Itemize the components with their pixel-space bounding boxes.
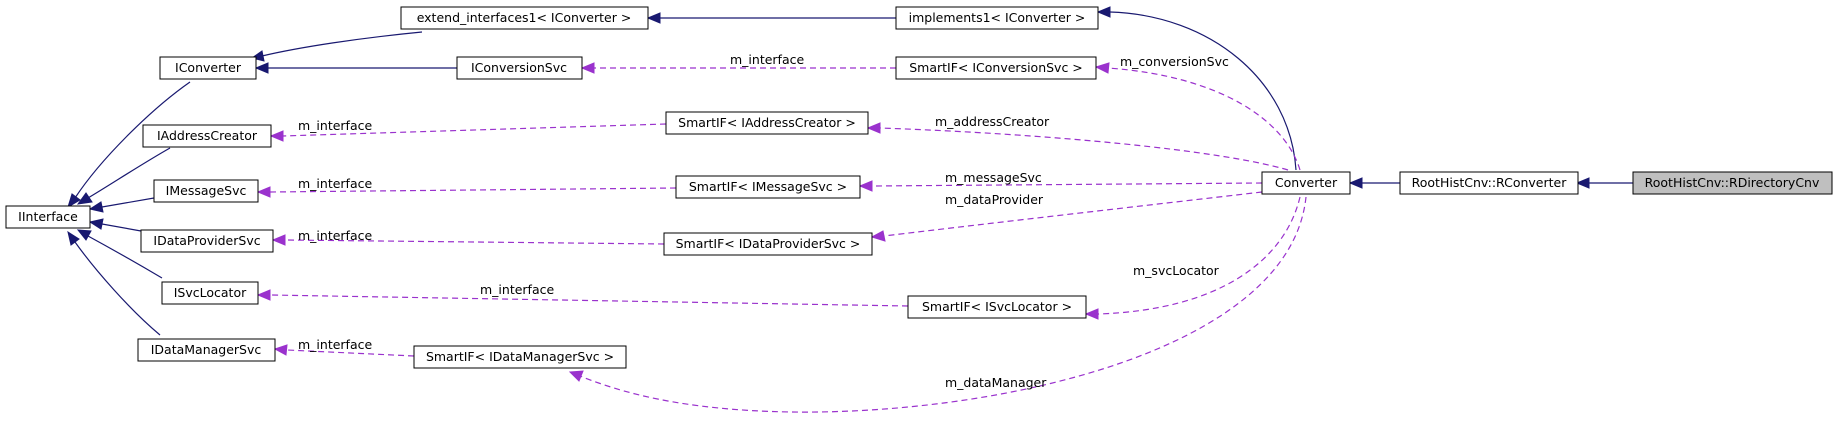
arrowhead-converter-address — [866, 122, 881, 134]
arrowhead-smartif-message — [256, 186, 271, 198]
edge-smartif-datamanager-to-idatamanagersvc — [286, 349, 415, 357]
arrowhead-iinterface-idatamanagersvc — [67, 230, 80, 246]
svg-text:extend_interfaces1< IConverter: extend_interfaces1< IConverter > — [417, 10, 632, 25]
arrowhead-extend — [646, 12, 661, 24]
svg-text:Converter: Converter — [1275, 175, 1338, 190]
arrowhead-implements1 — [1096, 6, 1111, 18]
arrowhead-converter-dataprovider — [870, 230, 886, 242]
node-extend-interfaces1-iconverter[interactable]: extend_interfaces1< IConverter > — [400, 6, 649, 30]
arrowhead-converter-conversion — [1094, 62, 1110, 74]
node-iconversionsvc[interactable]: IConversionSvc — [456, 56, 583, 80]
edge-iinterface-to-isvclocator — [87, 235, 163, 279]
arrowhead-smartif-dataprovider — [271, 234, 286, 246]
arrowhead-converter-datamanager — [568, 370, 584, 382]
svg-text:RootHistCnv::RDirectoryCnv: RootHistCnv::RDirectoryCnv — [1645, 175, 1820, 190]
svg-text:SmartIF< IMessageSvc >: SmartIF< IMessageSvc > — [689, 179, 847, 194]
svg-text:IDataProviderSvc: IDataProviderSvc — [153, 233, 260, 248]
svg-text:implements1< IConverter >: implements1< IConverter > — [909, 10, 1086, 25]
edge-iinterface-to-idatamanagersvc — [74, 241, 161, 336]
svg-text:IDataManagerSvc: IDataManagerSvc — [151, 342, 262, 357]
node-imessagesvc[interactable]: IMessageSvc — [153, 179, 259, 203]
inheritance-edges — [67, 6, 1633, 336]
label-m-addresscreator: m_addressCreator — [935, 114, 1050, 129]
svg-text:RootHistCnv::RConverter: RootHistCnv::RConverter — [1412, 175, 1568, 190]
arrowhead-iinterface-iconverter — [67, 193, 81, 209]
edge-converter-to-smartif-address — [879, 127, 1289, 171]
edge-smartif-message-to-imessagesvc — [269, 187, 677, 193]
arrowhead-smartif-datamanager — [273, 344, 288, 356]
node-idataprovidersvc[interactable]: IDataProviderSvc — [140, 229, 274, 253]
node-smartif-isvclocator[interactable]: SmartIF< ISvcLocator > — [907, 295, 1087, 319]
label-m-svclocator: m_svcLocator — [1133, 263, 1220, 278]
edge-smartif-address-to-iaddresscreator — [282, 123, 667, 137]
label-m-conversionsvc: m_conversionSvc — [1120, 54, 1229, 69]
node-smartif-imessagesvc[interactable]: SmartIF< IMessageSvc > — [675, 175, 861, 199]
label-m-interface-address: m_interface — [298, 118, 372, 133]
svg-text:SmartIF< IConversionSvc >: SmartIF< IConversionSvc > — [909, 60, 1083, 75]
node-implements1-iconverter[interactable]: implements1< IConverter > — [895, 6, 1099, 30]
svg-text:SmartIF< IDataManagerSvc >: SmartIF< IDataManagerSvc > — [426, 349, 614, 364]
node-smartif-idataprovidersvc[interactable]: SmartIF< IDataProviderSvc > — [663, 232, 873, 256]
edge-converter-to-smartif-dataprovider — [883, 191, 1263, 237]
label-m-datamanager: m_dataManager — [945, 375, 1047, 390]
label-m-interface-message: m_interface — [298, 176, 372, 191]
node-smartif-iaddresscreator[interactable]: SmartIF< IAddressCreator > — [665, 111, 869, 135]
edge-converter-to-smartif-conversion — [1107, 67, 1301, 171]
label-m-interface-dataprovider: m_interface — [298, 228, 372, 243]
node-iconverter[interactable]: IConverter — [159, 56, 257, 80]
arrowhead-smartif-address — [269, 130, 284, 142]
node-isvclocator[interactable]: ISvcLocator — [161, 281, 259, 305]
svg-text:SmartIF< IAddressCreator >: SmartIF< IAddressCreator > — [678, 115, 856, 130]
edge-iinterface-to-iconverter — [74, 81, 191, 199]
arrowhead-converter-message — [858, 180, 873, 192]
arrowhead-iconverter-iconversionsvc — [254, 62, 269, 74]
arrowhead-converter — [1348, 177, 1363, 189]
node-root-hist-cnv-rconverter[interactable]: RootHistCnv::RConverter — [1399, 171, 1579, 195]
svg-text:SmartIF< IDataProviderSvc >: SmartIF< IDataProviderSvc > — [676, 236, 861, 251]
nodes: RootHistCnv::RDirectoryCnv RootHistCnv::… — [5, 6, 1833, 369]
node-root-hist-cnv-rdirectorycnv[interactable]: RootHistCnv::RDirectoryCnv — [1632, 171, 1833, 195]
arrowhead-smartif-svclocator — [256, 289, 271, 301]
arrowhead-converter-svclocator — [1084, 308, 1099, 320]
label-m-interface-conversion: m_interface — [730, 52, 804, 67]
node-idatamanagersvc[interactable]: IDataManagerSvc — [137, 338, 276, 362]
label-m-interface-svclocator: m_interface — [480, 282, 554, 297]
arrowhead-iinterface-idataprovidersvc — [88, 218, 104, 230]
node-smartif-idatamanagersvc[interactable]: SmartIF< IDataManagerSvc > — [413, 345, 627, 369]
label-m-dataprovider: m_dataProvider — [945, 192, 1044, 207]
node-converter[interactable]: Converter — [1261, 171, 1351, 195]
label-m-interface-datamanager: m_interface — [298, 337, 372, 352]
arrowhead-smartif-conversion — [580, 62, 595, 74]
edge-smartif-dataprovider-to-idataprovidersvc — [284, 239, 665, 245]
svg-text:IConversionSvc: IConversionSvc — [471, 60, 567, 75]
arrowhead-iinterface-iaddresscreator — [76, 192, 93, 205]
edge-converter-to-smartif-svclocator — [1097, 196, 1301, 315]
member-edges — [256, 62, 1307, 413]
edge-iconverter-to-extend — [261, 31, 423, 57]
arrowhead-rconverter — [1575, 177, 1590, 189]
svg-text:ISvcLocator: ISvcLocator — [174, 285, 247, 300]
node-iaddresscreator[interactable]: IAddressCreator — [142, 124, 272, 148]
node-iinterface[interactable]: IInterface — [5, 205, 91, 229]
svg-text:IMessageSvc: IMessageSvc — [166, 183, 247, 198]
edge-converter-to-smartif-message — [871, 182, 1263, 187]
svg-text:IConverter: IConverter — [175, 60, 242, 75]
edge-iinterface-to-iaddresscreator — [87, 147, 171, 199]
arrowhead-iinterface-imessagesvc — [88, 201, 104, 213]
node-smartif-iconversionsvc[interactable]: SmartIF< IConversionSvc > — [895, 56, 1097, 80]
edge-converter-to-smartif-datamanager — [579, 196, 1307, 413]
edge-iinterface-to-imessagesvc — [101, 197, 155, 208]
edge-iinterface-to-idataprovidersvc — [101, 223, 142, 232]
svg-text:SmartIF< ISvcLocator >: SmartIF< ISvcLocator > — [922, 299, 1072, 314]
edge-smartif-svclocator-to-isvclocator — [269, 294, 909, 307]
arrowhead-iinterface-isvclocator — [76, 229, 92, 241]
label-m-messagesvc: m_messageSvc — [945, 170, 1042, 185]
svg-text:IInterface: IInterface — [18, 209, 78, 224]
svg-text:IAddressCreator: IAddressCreator — [157, 128, 258, 143]
edge-implements1-to-converter — [1109, 11, 1297, 171]
edge-labels: m_interface m_conversionSvc m_interface … — [298, 52, 1229, 390]
